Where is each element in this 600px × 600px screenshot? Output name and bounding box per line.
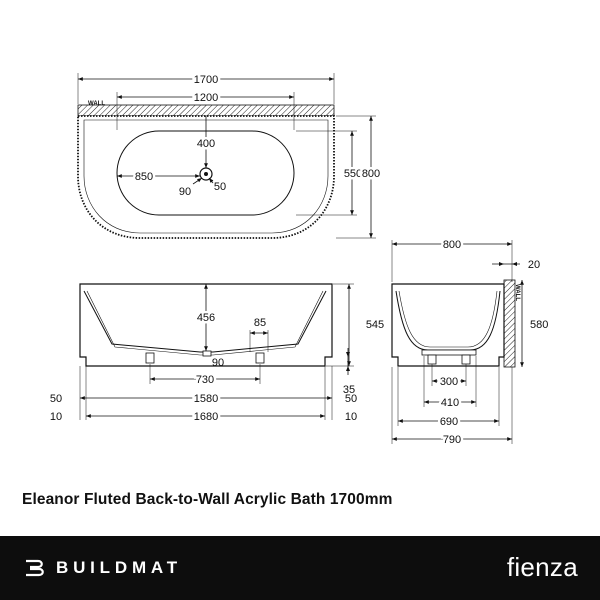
side-dim-foot-spacing: 300 — [440, 376, 458, 388]
plan-dim-outlet-offset: 400 — [197, 138, 215, 150]
side-wall-hatch — [503, 279, 516, 368]
front-dim-right-gap: 10 — [345, 411, 357, 423]
front-dim-plinth-height: 35 — [343, 384, 355, 396]
front-waste — [202, 350, 212, 357]
plan-dim-outlet-x: 90 — [179, 186, 191, 198]
plan-view: WALL 1700 1200 400 850 90 50 550 800 — [77, 72, 383, 239]
side-dim-plinth-width: 690 — [440, 416, 458, 428]
side-elevation: WALL 800 20 580 300 410 690 790 — [391, 237, 548, 449]
side-dim-width: 800 — [443, 239, 461, 251]
plan-wall-label: WALL — [88, 101, 105, 107]
side-foot-right — [461, 354, 471, 365]
plan-dim-outlet-y: 50 — [214, 181, 226, 193]
front-dim-foot-spacing: 730 — [196, 374, 214, 386]
front-dim-depth: 456 — [197, 312, 215, 324]
buildmat-brand-name: BUILDMAT — [56, 558, 182, 577]
front-elevation: 456 545 85 90 730 35 1580 50 50 1680 10 … — [50, 283, 384, 426]
plan-waste-centre — [204, 172, 208, 176]
plan-dim-overall-length: 1700 — [194, 74, 218, 86]
front-dim-plinth-length: 1580 — [194, 393, 218, 405]
buildmat-logo-icon — [26, 559, 44, 577]
plan-outlet-x-leader — [192, 177, 203, 185]
fienza-brand-name: fienza — [506, 552, 578, 582]
plan-wall-hatch — [77, 104, 335, 117]
front-dim-right-inset: 50 — [345, 393, 357, 405]
side-foot-left — [427, 354, 437, 365]
plan-dim-inner-length: 1200 — [194, 92, 218, 104]
plan-outlet-y-leader — [208, 177, 214, 184]
brand-footer: BUILDMAT fienza — [0, 536, 600, 600]
front-dim-base-length: 1680 — [194, 411, 218, 423]
plan-dim-bowl-length: 850 — [135, 171, 153, 183]
plan-dim-overall-width: 800 — [362, 168, 380, 180]
plan-bath-bowl — [116, 130, 295, 216]
front-foot-left — [145, 352, 155, 364]
side-dim-height: 580 — [530, 319, 548, 331]
side-dim-plinth-inner: 410 — [441, 397, 459, 409]
technical-drawing: WALL 1700 1200 400 850 90 50 550 800 — [49, 72, 549, 449]
product-title: Eleanor Fluted Back-to-Wall Acrylic Bath… — [22, 491, 393, 508]
front-plinth-arrows — [346, 352, 350, 371]
side-wall-gap-arrows — [499, 262, 517, 266]
side-wall-label: WALL — [514, 284, 520, 301]
side-dim-wall-gap: 20 — [528, 259, 540, 271]
front-dim-waste-size: 85 — [254, 317, 266, 329]
front-dim-left-inset: 50 — [50, 393, 62, 405]
front-dim-waste-offset: 90 — [212, 357, 224, 369]
plan-dim-inner-width: 550 — [344, 168, 362, 180]
front-dim-left-gap: 10 — [50, 411, 62, 423]
side-plinth — [421, 349, 477, 356]
front-foot-right — [255, 352, 265, 364]
front-dim-height: 545 — [366, 319, 384, 331]
side-bath-inner-shell — [398, 290, 498, 348]
side-dim-base-width: 790 — [443, 434, 461, 446]
